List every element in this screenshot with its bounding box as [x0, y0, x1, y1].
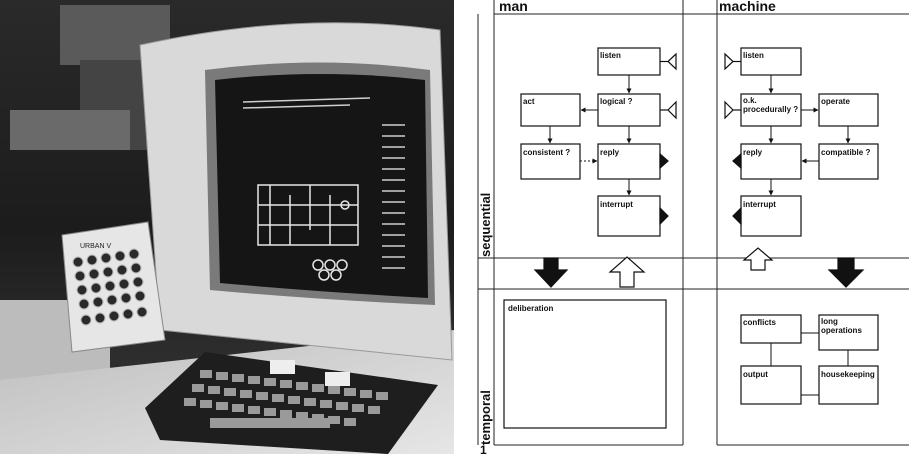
man-label-logical: logical ?	[600, 97, 633, 106]
machine-label-ok: o.k.	[743, 96, 757, 105]
machine-label-interrupt: interrupt	[743, 200, 776, 209]
man-label-deliberation: deliberation	[508, 304, 553, 313]
machine-label-long: long	[821, 317, 838, 326]
machine-label-reply: reply	[743, 148, 763, 157]
machine-label-operations: operations	[821, 326, 862, 335]
keypad-brand: URBAN V	[80, 243, 111, 250]
man-label-consistent: consistent ?	[523, 148, 570, 157]
man-label-reply: reply	[600, 148, 620, 157]
column-header-machine: machine	[719, 0, 776, 14]
machine-label-conflicts: conflicts	[743, 318, 776, 327]
crt-monitor	[140, 23, 452, 360]
machine-label-operate: operate	[821, 97, 850, 106]
column-header-man: man	[499, 0, 528, 14]
man-label-listen: listen	[600, 51, 621, 60]
machine-label-listen: listen	[743, 51, 764, 60]
man-box-deliberation	[504, 300, 666, 428]
machine-label-compatible: compatible ?	[821, 148, 870, 157]
man-label-act: act	[523, 97, 535, 106]
man-label-interrupt: interrupt	[600, 200, 633, 209]
button-keypad: URBAN V	[62, 222, 165, 352]
terminal-photo: URBAN V	[0, 0, 454, 454]
machine-label-housekeeping: housekeeping	[821, 370, 875, 379]
machine-label-ok-procedurally: procedurally ?	[743, 105, 798, 114]
figure-number: 1	[480, 443, 487, 454]
machine-label-output: output	[743, 370, 768, 379]
row-label-temporal: temporal	[478, 390, 493, 445]
man-machine-diagram: man machine sequential temporal listen l…	[454, 0, 909, 454]
row-label-sequential: sequential	[478, 193, 493, 257]
